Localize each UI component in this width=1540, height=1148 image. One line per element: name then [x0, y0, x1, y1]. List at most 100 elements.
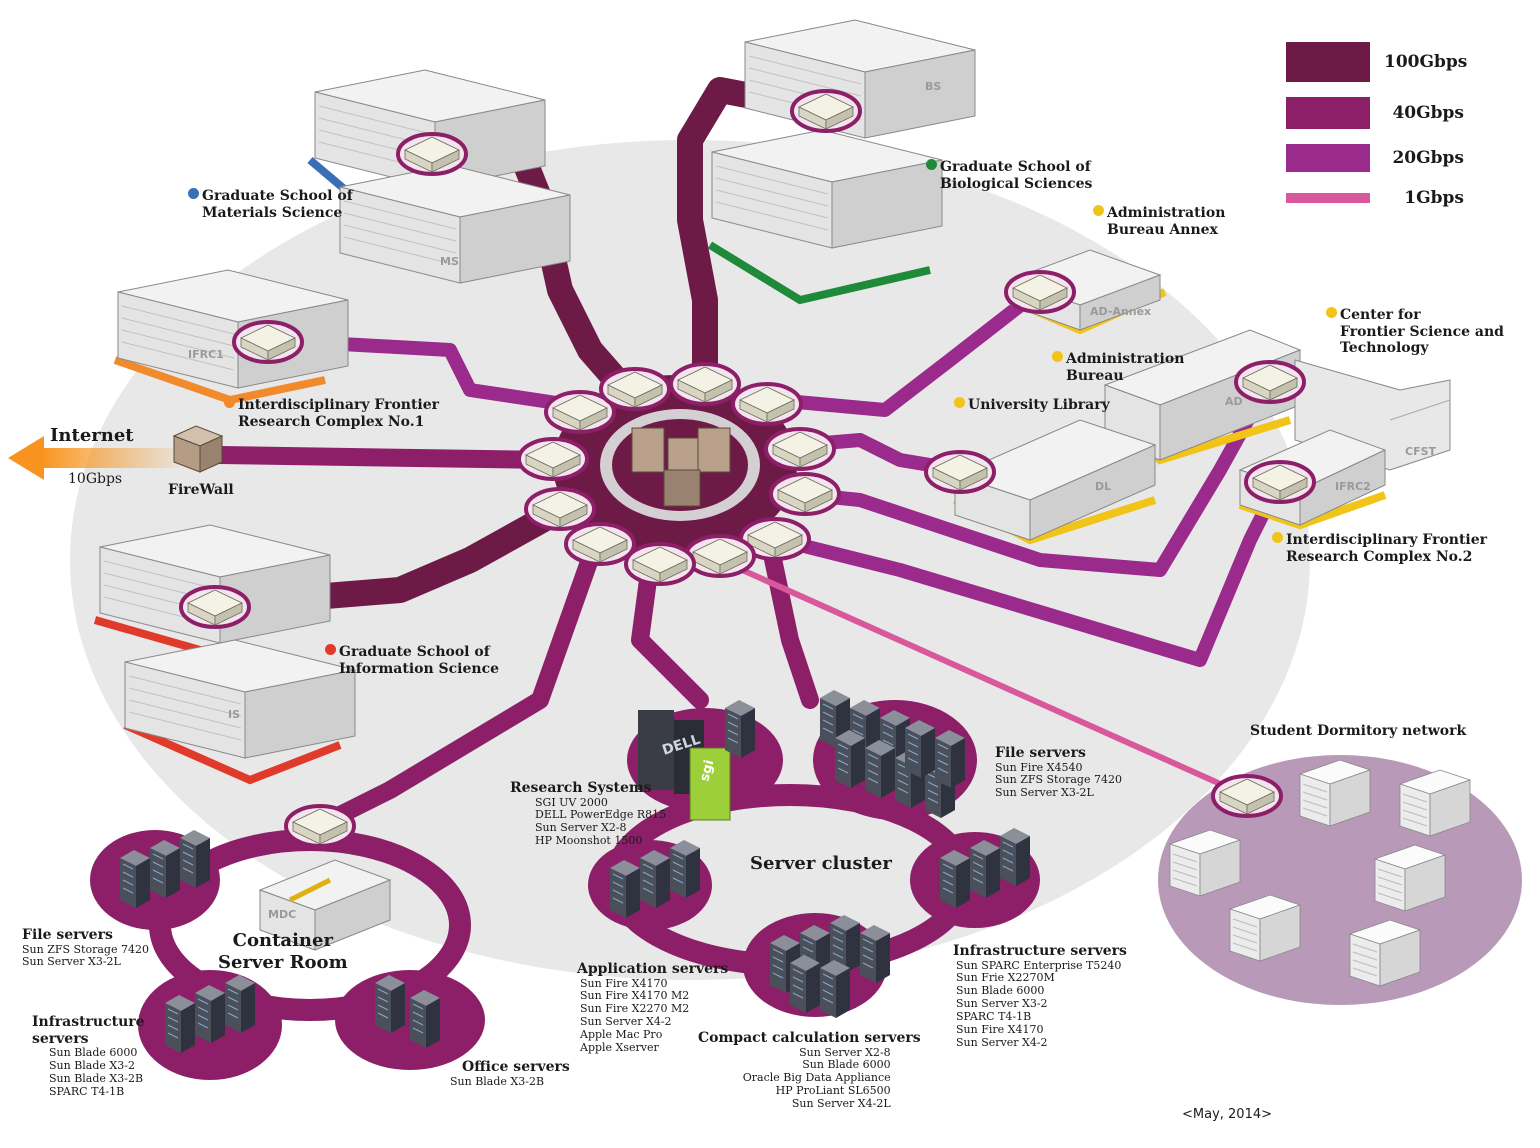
title-line1: Container — [232, 930, 333, 951]
site-name-line1: Graduate School of — [339, 644, 490, 660]
site-name-line1: Administration — [1107, 205, 1226, 221]
group-title: Infrastructure servers — [953, 943, 1127, 959]
group-items: SGI UV 2000 DELL PowerEdge R815 Sun Serv… — [510, 795, 667, 849]
site-name-line2: Research Complex No.2 — [1286, 548, 1473, 565]
site-dot-cfst — [1326, 307, 1337, 318]
link-ad — [803, 373, 1277, 577]
group-title-line2: servers — [32, 1030, 89, 1047]
item: Apple Xserver — [580, 1041, 659, 1055]
sgi-logo: sgi — [697, 758, 717, 783]
item: SPARC T4-1B — [49, 1084, 125, 1098]
site-dot-information — [325, 644, 336, 655]
building-code-bs: BS — [925, 80, 941, 93]
title-line2: Server Room — [218, 951, 348, 973]
site-dot-ad-annex — [1093, 205, 1104, 216]
group-items: Sun Server X2-8 Sun Blade 6000 Oracle Bi… — [698, 1045, 921, 1112]
item: Sun Blade 6000 — [49, 1046, 138, 1060]
item: DELL PowerEdge R815 — [535, 808, 667, 822]
building-code-ifrc2: IFRC2 — [1335, 480, 1371, 493]
research-system-racks: DELL sgi — [638, 699, 756, 821]
link-dormitory — [717, 557, 1248, 798]
cluster-file-servers-group: File servers Sun Fire X4540 Sun ZFS Stor… — [995, 745, 1122, 800]
group-items: Sun Fire X4170 Sun Fire X4170 M2 Sun Fir… — [577, 976, 728, 1056]
item: HP Moonshot 1500 — [535, 834, 643, 848]
group-items: Sun SPARC Enterprise T5240 Sun Frie X227… — [953, 959, 1127, 1051]
legend-1gbps: 1Gbps — [1286, 188, 1464, 208]
legend-20gbps: 20Gbps — [1286, 144, 1464, 172]
site-label-ifrc2: Interdisciplinary Frontier Research Comp… — [1272, 532, 1487, 565]
office-servers-group: Office servers Sun Blade X3-2B — [450, 1059, 570, 1088]
item: Sun Fire X4170 M2 — [580, 989, 690, 1003]
container-server-room: MDC — [90, 806, 485, 1080]
site-label-library: University Library — [954, 397, 1110, 414]
site-label-ad: Administration Bureau — [1052, 351, 1184, 384]
item: Sun ZFS Storage 7420 — [995, 773, 1122, 787]
item: Sun Fire X4170 — [956, 1023, 1044, 1037]
site-dot-ifrc2 — [1272, 532, 1283, 543]
item: Sun Blade X3-2 — [49, 1059, 135, 1072]
item: HP ProLiant SL6500 — [775, 1084, 891, 1098]
legend-swatch-40 — [1286, 97, 1370, 129]
group-items: Sun Blade X3-2B — [450, 1075, 570, 1089]
item: Sun Blade 6000 — [802, 1058, 891, 1072]
container-file-servers-group: File servers Sun ZFS Storage 7420 Sun Se… — [22, 927, 149, 969]
site-dot-biological — [926, 159, 937, 170]
site-name-line1: Graduate School of — [940, 159, 1091, 175]
group-items: Sun Blade 6000 Sun Blade X3-2 Sun Blade … — [32, 1046, 145, 1099]
group-title: Compact calculation servers — [698, 1030, 921, 1046]
firewall-device — [172, 425, 224, 473]
legend-40gbps: 40Gbps — [1286, 97, 1464, 129]
container-room-title: Container Server Room — [218, 930, 348, 973]
item: Sun Server X4-2 — [956, 1036, 1048, 1050]
server-cluster: DELL sgi — [588, 689, 1040, 1019]
site-label-materials: Graduate School of Materials Science — [188, 188, 353, 221]
building-code-ad-annex: AD-Annex — [1090, 305, 1151, 318]
item: Apple Mac Pro — [580, 1028, 663, 1042]
link-cluster-left — [631, 556, 709, 709]
item: Sun Server X4-2L — [791, 1097, 891, 1111]
legend-swatch-20 — [1286, 144, 1370, 172]
link-ifrc2 — [773, 473, 1287, 667]
site-label-cfst: Center for Frontier Science and Technolo… — [1326, 307, 1504, 357]
core-router — [631, 427, 731, 507]
site-name-line1: Administration — [1066, 351, 1185, 367]
site-name-line2: Biological Sciences — [940, 175, 1093, 192]
item: Sun Blade X3-2B — [49, 1071, 144, 1085]
site-name-line2: Materials Science — [202, 204, 343, 221]
group-items: Sun Fire X4540 Sun ZFS Storage 7420 Sun … — [995, 760, 1122, 801]
item: Sun Server X3-2L — [995, 786, 1094, 800]
mdc-container: MDC — [258, 859, 392, 951]
item: Sun Fire X4170 — [580, 976, 668, 990]
legend-label-40: 40Gbps — [1392, 103, 1464, 123]
item: SGI UV 2000 — [535, 795, 608, 809]
core-hub — [553, 375, 797, 555]
group-title: Research Systems — [510, 780, 652, 796]
building-is: IS — [93, 524, 356, 785]
site-name-line1: Graduate School of — [202, 188, 353, 204]
item: Sun Server X4-2 — [580, 1015, 672, 1029]
compact-calculation-servers-group: Compact calculation servers Sun Server X… — [698, 1030, 921, 1111]
internet-arrow — [8, 436, 190, 480]
site-name-line1: Interdisciplinary Frontier — [1286, 532, 1488, 548]
legend-swatch-1 — [1286, 193, 1370, 203]
item: Sun Server X3-2 — [956, 997, 1048, 1011]
building-code-dl: DL — [1095, 480, 1111, 493]
group-items: Sun ZFS Storage 7420 Sun Server X3-2L — [22, 943, 149, 970]
site-name-line2: Information Science — [339, 660, 499, 677]
site-name-line1: University Library — [968, 397, 1110, 413]
building-code-ms: MS — [440, 255, 459, 268]
legend-label-1: 1Gbps — [1404, 188, 1464, 208]
site-name-line1: Center for — [1340, 307, 1421, 323]
link-cluster-right — [761, 536, 819, 709]
group-title: File servers — [22, 927, 113, 943]
item: Sun Server X3-2L — [22, 955, 121, 969]
link-ad-annex — [768, 283, 1047, 417]
legend-100gbps: 100Gbps — [1286, 42, 1467, 82]
item: Sun Server X2-8 — [799, 1045, 891, 1059]
site-dot-ad — [1052, 351, 1063, 362]
group-title-line1: Infrastructure — [32, 1014, 145, 1030]
link-biological — [677, 77, 838, 398]
cluster-infrastructure-servers-group: Infrastructure servers Sun SPARC Enterpr… — [953, 943, 1127, 1050]
item: Sun Fire X4540 — [995, 760, 1083, 774]
